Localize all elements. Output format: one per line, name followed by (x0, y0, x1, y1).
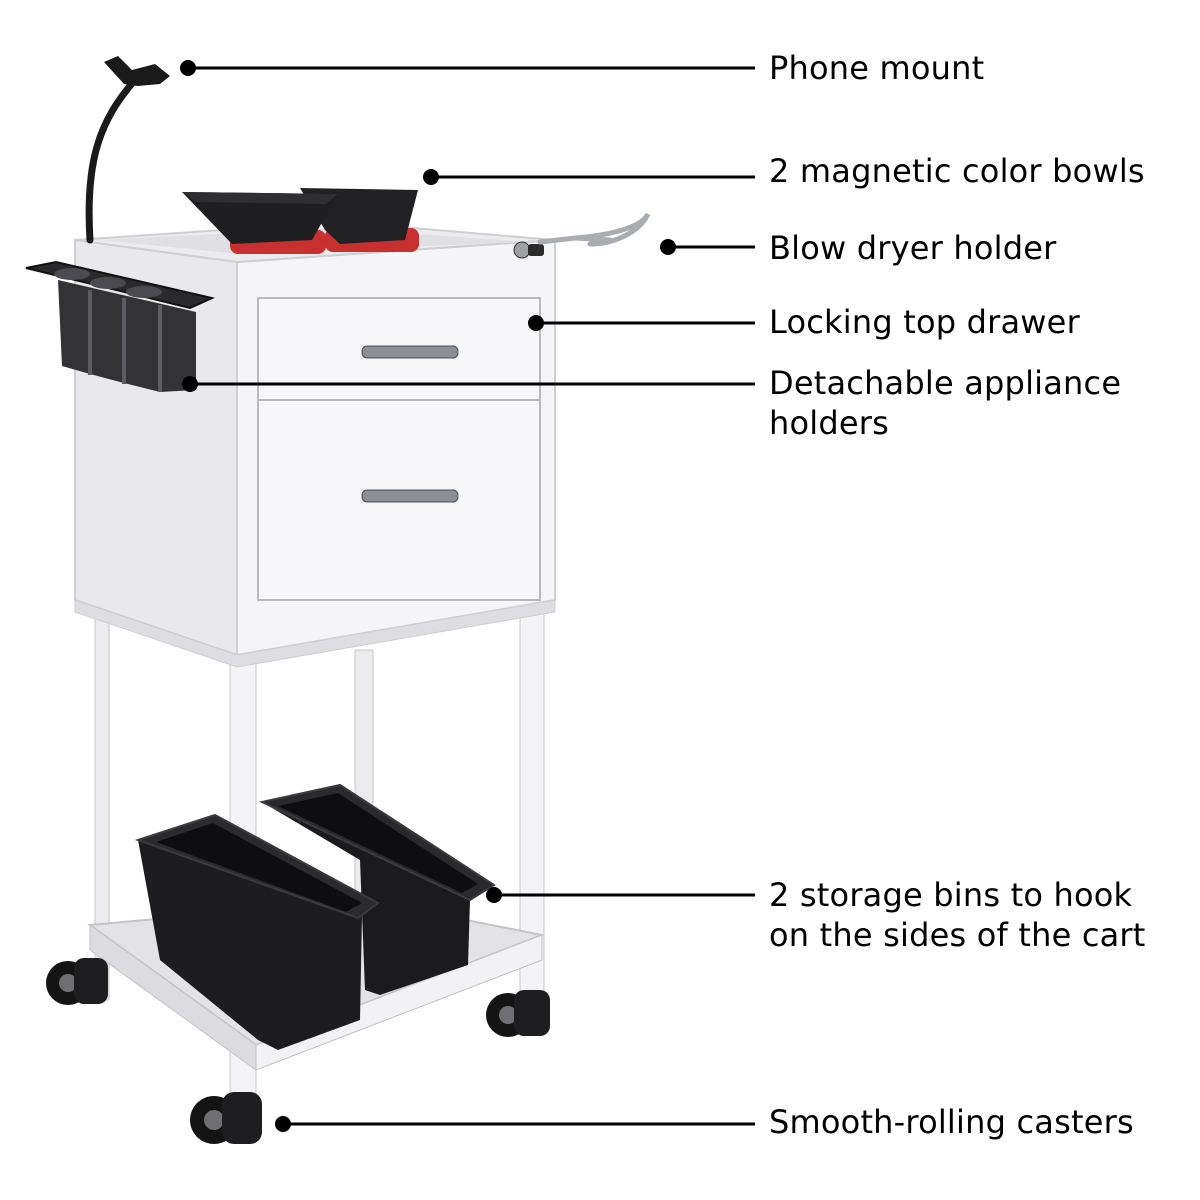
storage-bin-left-inner (156, 823, 362, 912)
callout-label-storage-bins: 2 storage bins to hook on the sides of t… (769, 875, 1146, 955)
caster-back-left (46, 958, 108, 1005)
color-bowl-left (182, 192, 338, 244)
phone-mount-clamp (104, 56, 170, 86)
callout-label-casters: Smooth-rolling casters (769, 1102, 1134, 1142)
blow-dryer-holder-hook (572, 212, 651, 247)
caster-back-left-housing (74, 958, 108, 1004)
caster-front-left (190, 1092, 262, 1144)
callout-label-phone-mount: Phone mount (769, 48, 984, 88)
caster-back-right (486, 990, 550, 1037)
storage-bin-right-inner (278, 793, 478, 893)
appliance-holder-cup-1 (54, 268, 90, 280)
callout-appliance-holders-line-1: Detachable appliance (769, 364, 1122, 402)
callout-dots (180, 60, 676, 1132)
appliance-holders (25, 260, 216, 392)
callout-color-bowls-line-1: 2 magnetic color bowls (769, 152, 1145, 190)
blow-dryer-holder (537, 212, 651, 247)
storage-bins (134, 783, 496, 1050)
callout-phone-mount-line-1: Phone mount (769, 49, 985, 87)
callout-dot-color-bowls (423, 169, 439, 185)
callout-label-color-bowls: 2 magnetic color bowls (769, 151, 1145, 191)
callout-dot-locking-drawer (528, 315, 544, 331)
callout-casters-line-1: Smooth-rolling casters (769, 1103, 1134, 1141)
top-drawer-handle (361, 345, 459, 359)
callout-dot-appliance-holders (182, 376, 198, 392)
callout-blow-dryer-holder-line-1: Blow dryer holder (769, 229, 1057, 267)
callout-storage-bins-line-2: on the sides of the cart (769, 916, 1146, 954)
callout-storage-bins-line-1: 2 storage bins to hook (769, 876, 1133, 914)
callout-label-blow-dryer-holder: Blow dryer holder (769, 228, 1057, 268)
color-bowls (182, 188, 419, 254)
callout-dot-blow-dryer-holder (660, 239, 676, 255)
color-bowl-left-rim (182, 192, 338, 204)
casters (46, 958, 550, 1144)
drawer-lock-key (528, 244, 544, 256)
caster-front-left-hub (204, 1110, 224, 1130)
caster-back-right-hub (499, 1006, 517, 1024)
callout-label-locking-drawer: Locking top drawer (769, 302, 1080, 342)
callout-lines (188, 66, 755, 1126)
drawer-lock-icon (513, 241, 531, 259)
bottom-shelf-side (89, 924, 257, 1071)
callout-label-appliance-holders: Detachable appliance holders (769, 363, 1121, 443)
caster-front-left-housing (222, 1092, 262, 1144)
phone-mount (85, 56, 170, 244)
callout-locking-drawer-line-1: Locking top drawer (769, 303, 1080, 341)
appliance-holder-cup-3 (126, 286, 162, 298)
caster-back-left-hub (59, 974, 77, 992)
callout-appliance-holders-line-2: holders (769, 404, 889, 442)
callout-dot-casters (275, 1116, 291, 1132)
callout-dot-storage-bins (486, 887, 502, 903)
bottom-drawer-handle (361, 489, 459, 503)
callout-dot-phone-mount (180, 60, 196, 76)
phone-mount-gooseneck (85, 76, 139, 244)
cabinet-base-lip (74, 599, 556, 668)
caster-back-right-housing (514, 990, 550, 1036)
storage-bin-right (262, 785, 494, 995)
drawers (257, 241, 544, 601)
appliance-holder-cup-2 (90, 277, 126, 289)
